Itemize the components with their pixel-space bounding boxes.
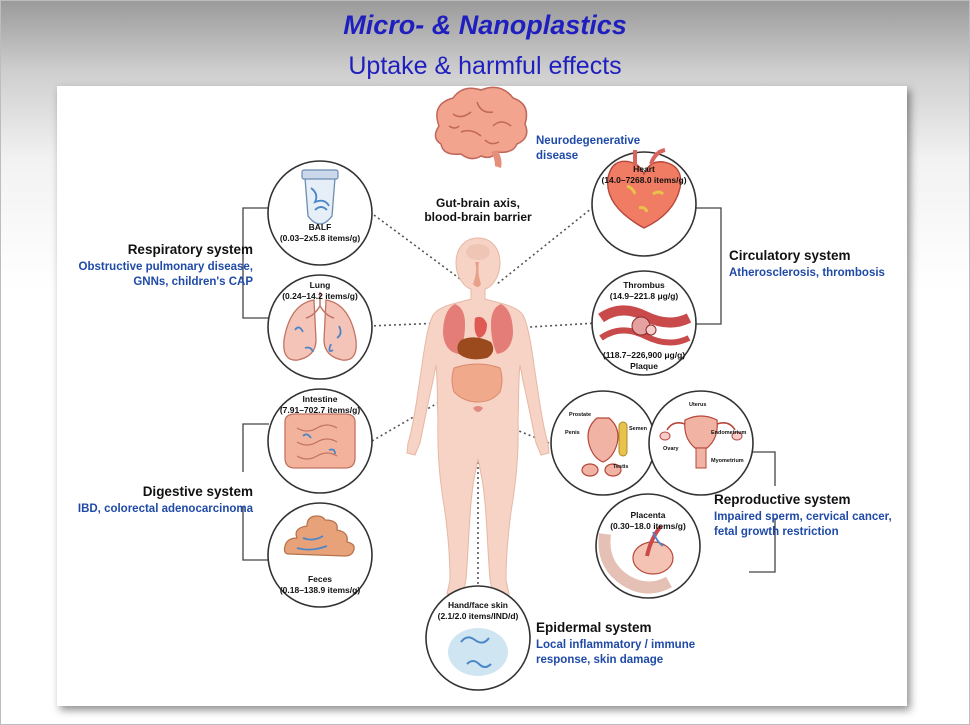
female-label-endometrium: Endometrium <box>711 430 746 437</box>
male-label-penis: Penis <box>565 430 580 437</box>
epidermal-effect-text: Local inflammatory / immune response, sk… <box>536 638 695 668</box>
brain-effect-text: Neurodegenerative disease <box>536 134 640 164</box>
reproductive-system-title: Reproductive system <box>714 492 851 507</box>
female-label-uterus: Uterus <box>689 402 706 409</box>
digestive-system-title: Digestive system <box>120 484 253 499</box>
intestine-organ-icon <box>285 414 355 468</box>
skin-label: Hand/face skin (2.1/2.0 items/IND/d) <box>423 600 533 622</box>
body-intestine-icon <box>452 364 502 402</box>
slide-subtitle: Uptake & harmful effects <box>0 52 970 81</box>
circulatory-bracket <box>695 208 721 324</box>
intestine-label: Intestine (7.91–702.7 items/g) <box>270 394 370 416</box>
body-brain-icon <box>466 244 490 260</box>
female-label-myometrium: Myometrium <box>711 458 744 465</box>
placenta-label: Placenta (0.30–18.0 items/g) <box>598 510 698 532</box>
epidermal-system-title: Epidermal system <box>536 620 652 635</box>
balf-label: BALF (0.03–2x5.8 items/g) <box>270 222 370 244</box>
human-body-figure <box>407 238 549 595</box>
body-liver-icon <box>457 337 493 359</box>
slide-title: Micro- & Nanoplastics <box>0 10 970 41</box>
brain-barrier-label: Gut-brain axis, blood-brain barrier <box>424 196 532 224</box>
thrombus-label: Thrombus (14.9–221.8 μg/g) <box>594 280 694 302</box>
feces-label: Feces (0.18–138.9 items/g) <box>270 574 370 596</box>
respiratory-system-title: Respiratory system <box>120 242 253 257</box>
male-label-semen: Semen <box>629 426 647 433</box>
brain-icon <box>435 87 526 168</box>
heart-label: Heart (14.0–7268.0 items/g) <box>594 164 694 186</box>
plaque-label: (118.7–226,900 μg/g) Plaque <box>589 350 699 372</box>
reproductive-effect-text: Impaired sperm, cervical cancer, fetal g… <box>714 510 892 540</box>
lung-label: Lung (0.24–14.2 items/g) <box>270 280 370 302</box>
skin-patch-icon <box>448 628 508 676</box>
circulatory-system-title: Circulatory system <box>729 248 851 263</box>
digestive-effect-text: IBD, colorectal adenocarcinoma <box>61 502 253 517</box>
female-label-ovary: Ovary <box>663 446 679 453</box>
respiratory-effect-text: Obstructive pulmonary disease, GNNs, chi… <box>61 260 253 290</box>
circulatory-effect-text: Atherosclerosis, thrombosis <box>729 266 885 281</box>
diagram-panel: Gut-brain axis, blood-brain barrier Neur… <box>57 86 907 706</box>
balf-tube-icon <box>302 170 338 224</box>
male-label-prostate: Prostate <box>569 412 591 419</box>
male-label-testis: Testis <box>613 464 629 471</box>
